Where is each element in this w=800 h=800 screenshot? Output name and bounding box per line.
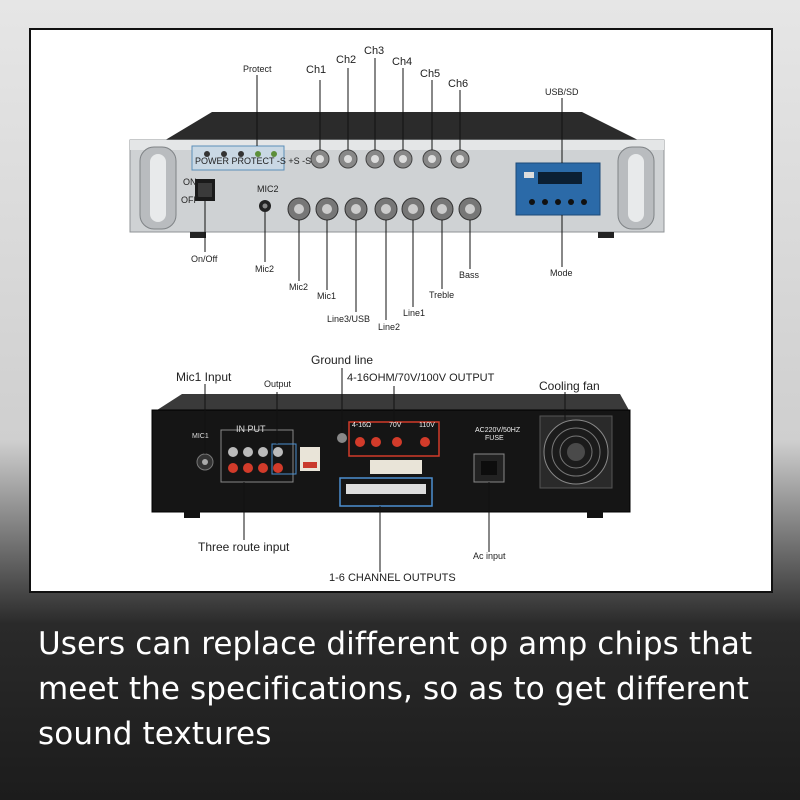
- label-bass: Bass: [459, 270, 480, 280]
- 110v-panel-text: 110V: [419, 422, 435, 429]
- label-ground-line: Ground line: [311, 353, 374, 367]
- diagram-frame: POWER PROTECT -S +S -S ON OFF MIC2 Prote…: [29, 28, 773, 593]
- input-panel-text: IN PUT: [236, 424, 266, 434]
- usb-sd-module: [515, 162, 601, 216]
- label-cooling-fan: Cooling fan: [539, 379, 600, 393]
- channel-knobs: [310, 149, 470, 169]
- off-text: OFF: [181, 195, 199, 205]
- label-line2: Line2: [378, 322, 401, 332]
- label-channel-outputs: 1-6 CHANNEL OUTPUTS: [329, 572, 456, 584]
- label-line3-usb: Line3/USB: [327, 314, 371, 324]
- label-ch5: Ch5: [420, 68, 441, 80]
- label-speaker-output: 4-16OHM/70V/100V OUTPUT: [347, 372, 495, 384]
- label-mic2-jack: Mic2: [255, 264, 275, 274]
- label-output: Output: [264, 379, 292, 389]
- label-mic1-knob: Mic1: [317, 291, 337, 301]
- label-usb-sd: USB/SD: [545, 87, 579, 97]
- ac-panel-text: AC220V/50HZ: [475, 427, 521, 434]
- label-mic2-knob: Mic2: [289, 282, 309, 292]
- mic1-panel-text: MIC1: [192, 433, 209, 440]
- ohm-panel-text: 4-16Ω: [352, 422, 372, 429]
- label-treble: Treble: [429, 290, 455, 300]
- front-panel: [129, 58, 665, 320]
- label-ch3: Ch3: [364, 45, 385, 57]
- label-ch4: Ch4: [392, 56, 413, 68]
- label-mic1-input: Mic1 Input: [176, 370, 232, 384]
- label-ac-input: Ac input: [473, 551, 506, 561]
- label-ch6: Ch6: [448, 78, 469, 90]
- label-three-route-input: Three route input: [198, 540, 290, 554]
- label-ch1: Ch1: [306, 64, 327, 76]
- tone-knobs: [287, 197, 482, 221]
- on-text: ON: [183, 177, 197, 187]
- rear-panel: [151, 368, 631, 572]
- label-ch2: Ch2: [336, 54, 357, 66]
- power-protect-text: POWER PROTECT -S +S -S: [195, 156, 312, 166]
- fuse-panel-text: FUSE: [485, 435, 504, 442]
- caption-text: Users can replace different op amp chips…: [38, 626, 753, 752]
- label-line1: Line1: [403, 308, 426, 318]
- label-protect: Protect: [243, 64, 272, 74]
- 70v-panel-text: 70V: [389, 422, 402, 429]
- label-on-off: On/Off: [191, 254, 218, 264]
- mic2-panel-text: MIC2: [257, 184, 279, 194]
- label-mode: Mode: [550, 268, 573, 278]
- amplifier-diagram: [129, 58, 665, 572]
